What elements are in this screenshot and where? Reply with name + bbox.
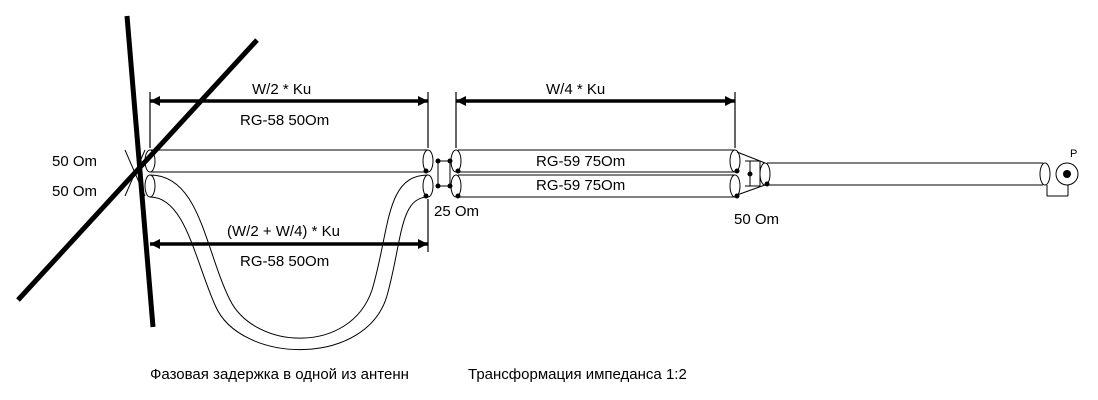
- connector-label: P: [1070, 148, 1077, 160]
- output-impedance-label: 50 Om: [734, 211, 779, 228]
- coax-rg58-top: [144, 149, 428, 173]
- dimension-bottom: [150, 199, 429, 252]
- antenna-1-element: [124, 15, 156, 328]
- cable-mid-bottom-label: RG-59 75Om: [536, 177, 625, 194]
- dim-bottom-label: (W/2 + W/4) * Ku: [227, 223, 340, 240]
- left-top-impedance: 50 Om: [52, 153, 97, 170]
- junction-50om: [729, 149, 771, 199]
- antenna-2-element: [16, 38, 259, 302]
- junction-impedance-label: 25 Om: [434, 203, 479, 220]
- cable-mid-top-label: RG-59 75Om: [536, 153, 625, 170]
- coax-feedline: [767, 162, 1051, 186]
- dimension-top-right: [455, 92, 736, 148]
- junction-25om: [422, 149, 462, 199]
- coax-rg58-bottom-loop: [144, 174, 429, 351]
- coax-rg59-pair: [458, 149, 735, 198]
- cable-bottom-label: RG-58 50Om: [240, 253, 329, 270]
- caption-right: Трансформация импеданса 1:2: [468, 366, 687, 383]
- connector-p: [1046, 162, 1079, 197]
- left-bottom-impedance: 50 Om: [52, 183, 97, 200]
- antenna-feed-cross: [124, 149, 146, 197]
- dim-top-left-label: W/2 * Ku: [252, 81, 311, 98]
- cable-top-left-label: RG-58 50Om: [240, 112, 329, 129]
- caption-left: Фазовая задержка в одной из антенн: [150, 366, 409, 383]
- dim-top-right-label: W/4 * Ku: [546, 81, 605, 98]
- dimension-top-left: [149, 92, 429, 148]
